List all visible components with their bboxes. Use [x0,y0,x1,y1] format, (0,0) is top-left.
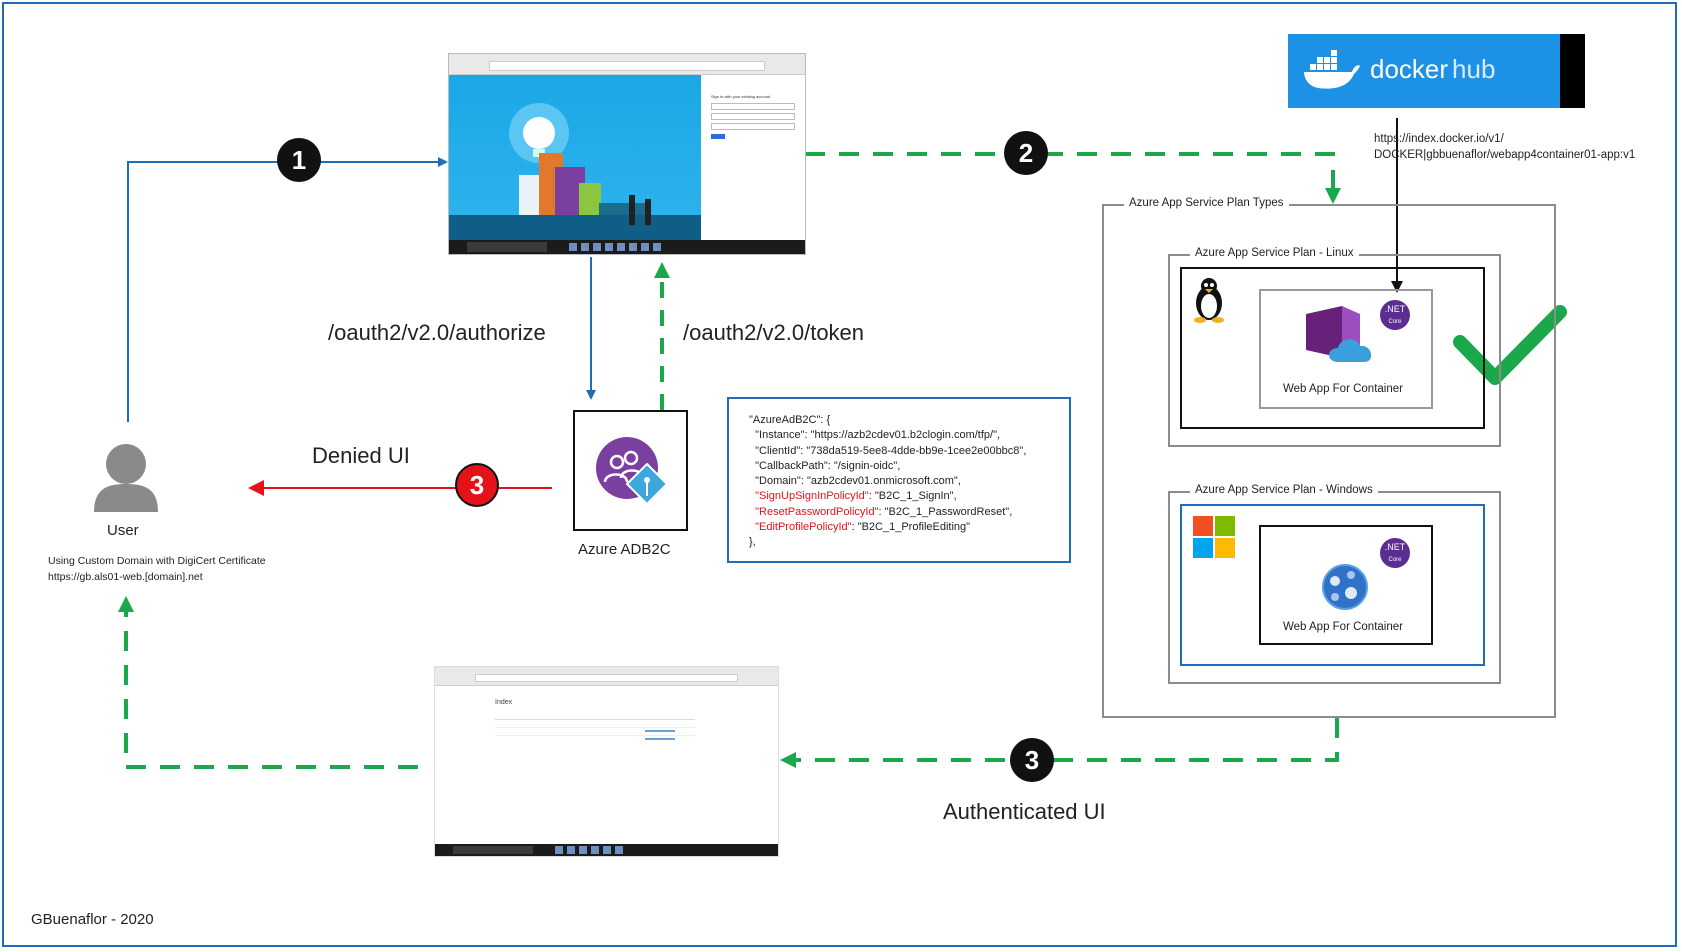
index-page-title: Index [495,699,513,706]
step-1-badge: 1 [277,138,321,182]
linux-penguin-icon [1194,278,1224,323]
config-line: "Domain": "azb2cdev01.onmicrosoft.com", [749,475,961,488]
step-2-badge: 2 [1004,131,1048,175]
authorize-label: /oauth2/v2.0/authorize [328,320,546,345]
linux-webapp-box [1259,289,1433,409]
arrow-login-to-azure [805,152,1341,204]
arrow-azure-to-index [780,718,1339,768]
windows-plan-title: Azure App Service Plan - Windows [1190,484,1378,496]
user-label: User [107,522,139,539]
denied-ui-label: Denied UI [312,443,410,468]
arrow-user-to-login [127,157,448,422]
browser-toolbar [449,54,805,75]
azure-plan-types-title: Azure App Service Plan Types [1124,197,1289,209]
docker-whale-icon [1304,50,1360,89]
windows-webapp-label: Web App For Container [1283,621,1403,633]
browser-toolbar [435,667,778,686]
config-line: "CallbackPath": "/signin-oidc", [749,459,901,472]
config-line: "ResetPasswordPolicyId": "B2C_1_Password… [749,505,1013,518]
user-domain-url: https://gb.als01-web.[domain].net [48,571,203,583]
windows-plan-inner [1180,504,1485,666]
user-domain-note: Using Custom Domain with DigiCert Certif… [48,555,266,567]
adb2c-box [573,410,688,531]
author-footer: GBuenaflor - 2020 [31,911,154,928]
windows-taskbar [435,844,778,856]
authenticated-ui-label: Authenticated UI [943,799,1106,824]
config-line: }, [749,536,756,549]
check-icon [1453,305,1567,385]
step-3-authenticated-badge: 3 [1010,738,1054,782]
windows-webapp-box [1259,525,1433,645]
linux-webapp-label: Web App For Container [1283,383,1403,395]
login-form: Sign in with your existing account [711,94,795,139]
token-label: /oauth2/v2.0/token [683,320,865,345]
config-line: "AzureAdB2C": { [749,414,831,426]
adb2c-icon [596,437,669,506]
windows-logo-icon [1193,516,1235,558]
app-service-globe-icon [1322,564,1368,610]
adb2c-config-box: "AzureAdB2C": { "Instance": "https://azb… [727,397,1071,563]
windows-taskbar [449,240,805,254]
azure-plan-types-box [1102,204,1556,718]
linux-plan-title: Azure App Service Plan - Linux [1190,247,1359,259]
docker-registry-url: https://index.docker.io/v1/ [1374,133,1504,145]
config-line: "SignUpSignInPolicyId": "B2C_1_SignIn", [749,490,957,503]
login-form-title: Sign in with your existing account [711,94,771,99]
config-line: "ClientId": "738da519-5ee8-4dde-bb9e-1ce… [749,444,1027,457]
config-line: "EditProfilePolicyId": "B2C_1_ProfileEdi… [749,521,971,534]
docker-brand-hub: hub [1452,54,1496,84]
login-hero-image [449,75,701,240]
login-signin-button[interactable] [711,134,725,139]
index-page-screenshot: Index [434,666,779,857]
container-cloud-icon [1306,306,1372,362]
step-3-denied-badge: 3 [455,463,499,507]
config-line: "Instance": "https://azb2cdev01.b2clogin… [749,429,1001,442]
docker-image-name: DOCKER|gbbuenaflor/webapp4container01-ap… [1374,149,1636,161]
adb2c-label: Azure ADB2C [578,541,671,558]
docker-brand: docker [1370,54,1449,84]
arrow-index-to-user [118,596,418,769]
login-page-screenshot: Sign in with your existing account [448,53,806,255]
user-icon [94,444,158,512]
linux-plan-inner [1180,267,1485,429]
